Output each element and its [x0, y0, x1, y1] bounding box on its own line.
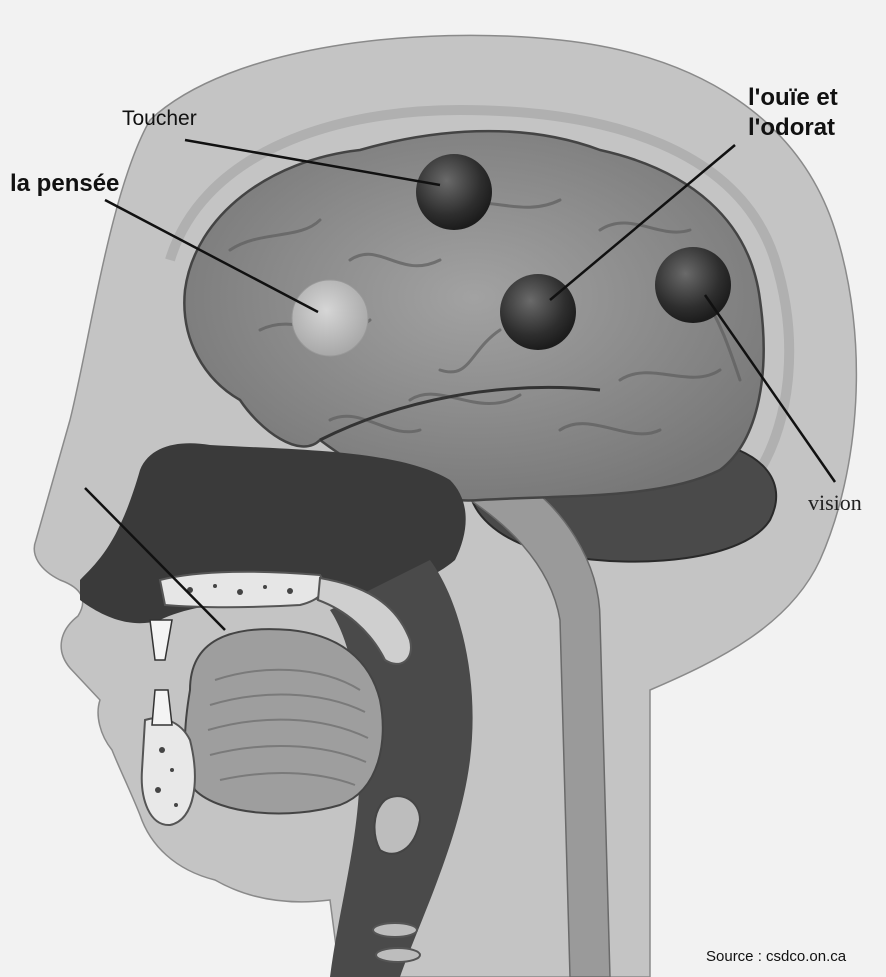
hearing-smell-label-line1: l'ouïe et — [748, 86, 838, 110]
thought-label: la pensée — [10, 172, 119, 196]
thought-spot — [292, 280, 368, 356]
touch-label: Toucher — [122, 108, 197, 129]
source-credit: Source : csdco.on.ca — [706, 949, 846, 964]
hearing-smell-label-line2: l'odorat — [748, 116, 835, 140]
tongue — [185, 629, 383, 813]
hearing-smell-spot — [500, 274, 576, 350]
touch-spot — [416, 154, 492, 230]
lower-tooth — [152, 690, 172, 725]
vision-label: vision — [808, 492, 862, 514]
lower-jaw — [142, 718, 195, 825]
vision-spot — [655, 247, 731, 323]
